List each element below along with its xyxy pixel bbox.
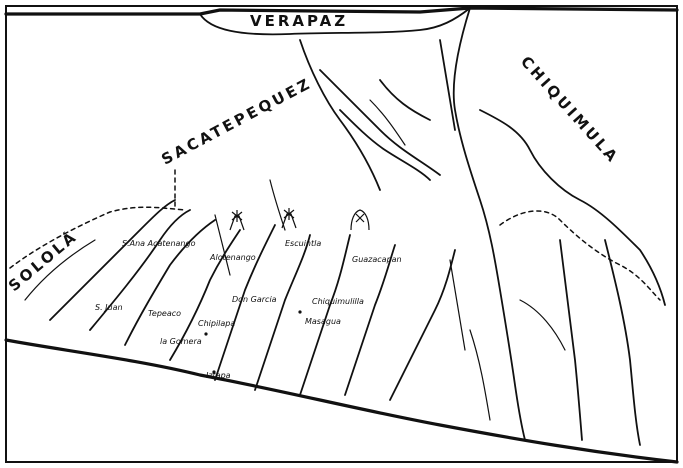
place-marker bbox=[204, 332, 208, 336]
river-s-6 bbox=[254, 234, 311, 391]
river-central-2 bbox=[319, 69, 441, 176]
place-label: la Gomera bbox=[160, 337, 202, 346]
river-branch-2 bbox=[479, 109, 666, 306]
river-branch-7 bbox=[449, 259, 466, 351]
region-chiquimula: CHIQUIMULA bbox=[517, 53, 623, 168]
river-s-9 bbox=[389, 249, 456, 401]
river-s-8 bbox=[344, 244, 396, 396]
place-label: Iztapa bbox=[206, 371, 231, 380]
river-s-3 bbox=[124, 219, 216, 346]
river-central-1 bbox=[299, 39, 381, 191]
river-s-7 bbox=[299, 234, 351, 396]
volcano-icon bbox=[229, 210, 245, 231]
place-label: Chiquimulilla bbox=[312, 297, 364, 306]
place-label: Guazacapan bbox=[352, 255, 402, 264]
river-central-4 bbox=[339, 109, 431, 181]
river-s-11 bbox=[214, 214, 231, 276]
river-s-1 bbox=[49, 199, 176, 321]
place-label: S.Ana Acatenango bbox=[122, 239, 196, 248]
chiquimula-border bbox=[499, 210, 661, 301]
river-s-12 bbox=[24, 239, 96, 301]
place-label: S. Juan bbox=[95, 303, 123, 312]
place-label: Chipilapa bbox=[198, 319, 235, 328]
coastline bbox=[4, 338, 679, 464]
map-frame bbox=[5, 5, 678, 463]
region-solola: SOLOLÁ bbox=[4, 226, 81, 295]
border-top bbox=[4, 6, 679, 16]
volcano-icon bbox=[350, 209, 370, 231]
sololá-border bbox=[9, 206, 186, 269]
region-verapaz: VERAPAZ bbox=[250, 12, 348, 30]
river-s-2 bbox=[89, 209, 191, 331]
river-main-east bbox=[452, 7, 526, 441]
river-s-10 bbox=[269, 179, 286, 231]
region-sacatepequez: SACATEPEQUEZ bbox=[158, 74, 314, 169]
river-branch-6 bbox=[469, 329, 491, 421]
river-central-3 bbox=[379, 79, 431, 121]
river-s-5 bbox=[214, 224, 276, 381]
river-branch-3 bbox=[559, 239, 583, 441]
verapaz-boundary bbox=[199, 7, 471, 36]
river-branch-5 bbox=[519, 299, 566, 351]
river-central-5 bbox=[369, 99, 406, 146]
river-branch-1 bbox=[439, 39, 456, 131]
place-marker bbox=[298, 310, 302, 314]
place-label: Don Garcia bbox=[232, 295, 277, 304]
place-label: Masagua bbox=[305, 317, 341, 326]
place-label: Tepeaco bbox=[148, 309, 181, 318]
river-s-4 bbox=[169, 229, 241, 361]
river-branch-4 bbox=[604, 239, 641, 446]
place-label: Escuintla bbox=[285, 239, 321, 248]
place-marker bbox=[212, 370, 216, 374]
volcano-icon bbox=[281, 208, 297, 229]
place-label: Alotenango bbox=[209, 253, 256, 262]
